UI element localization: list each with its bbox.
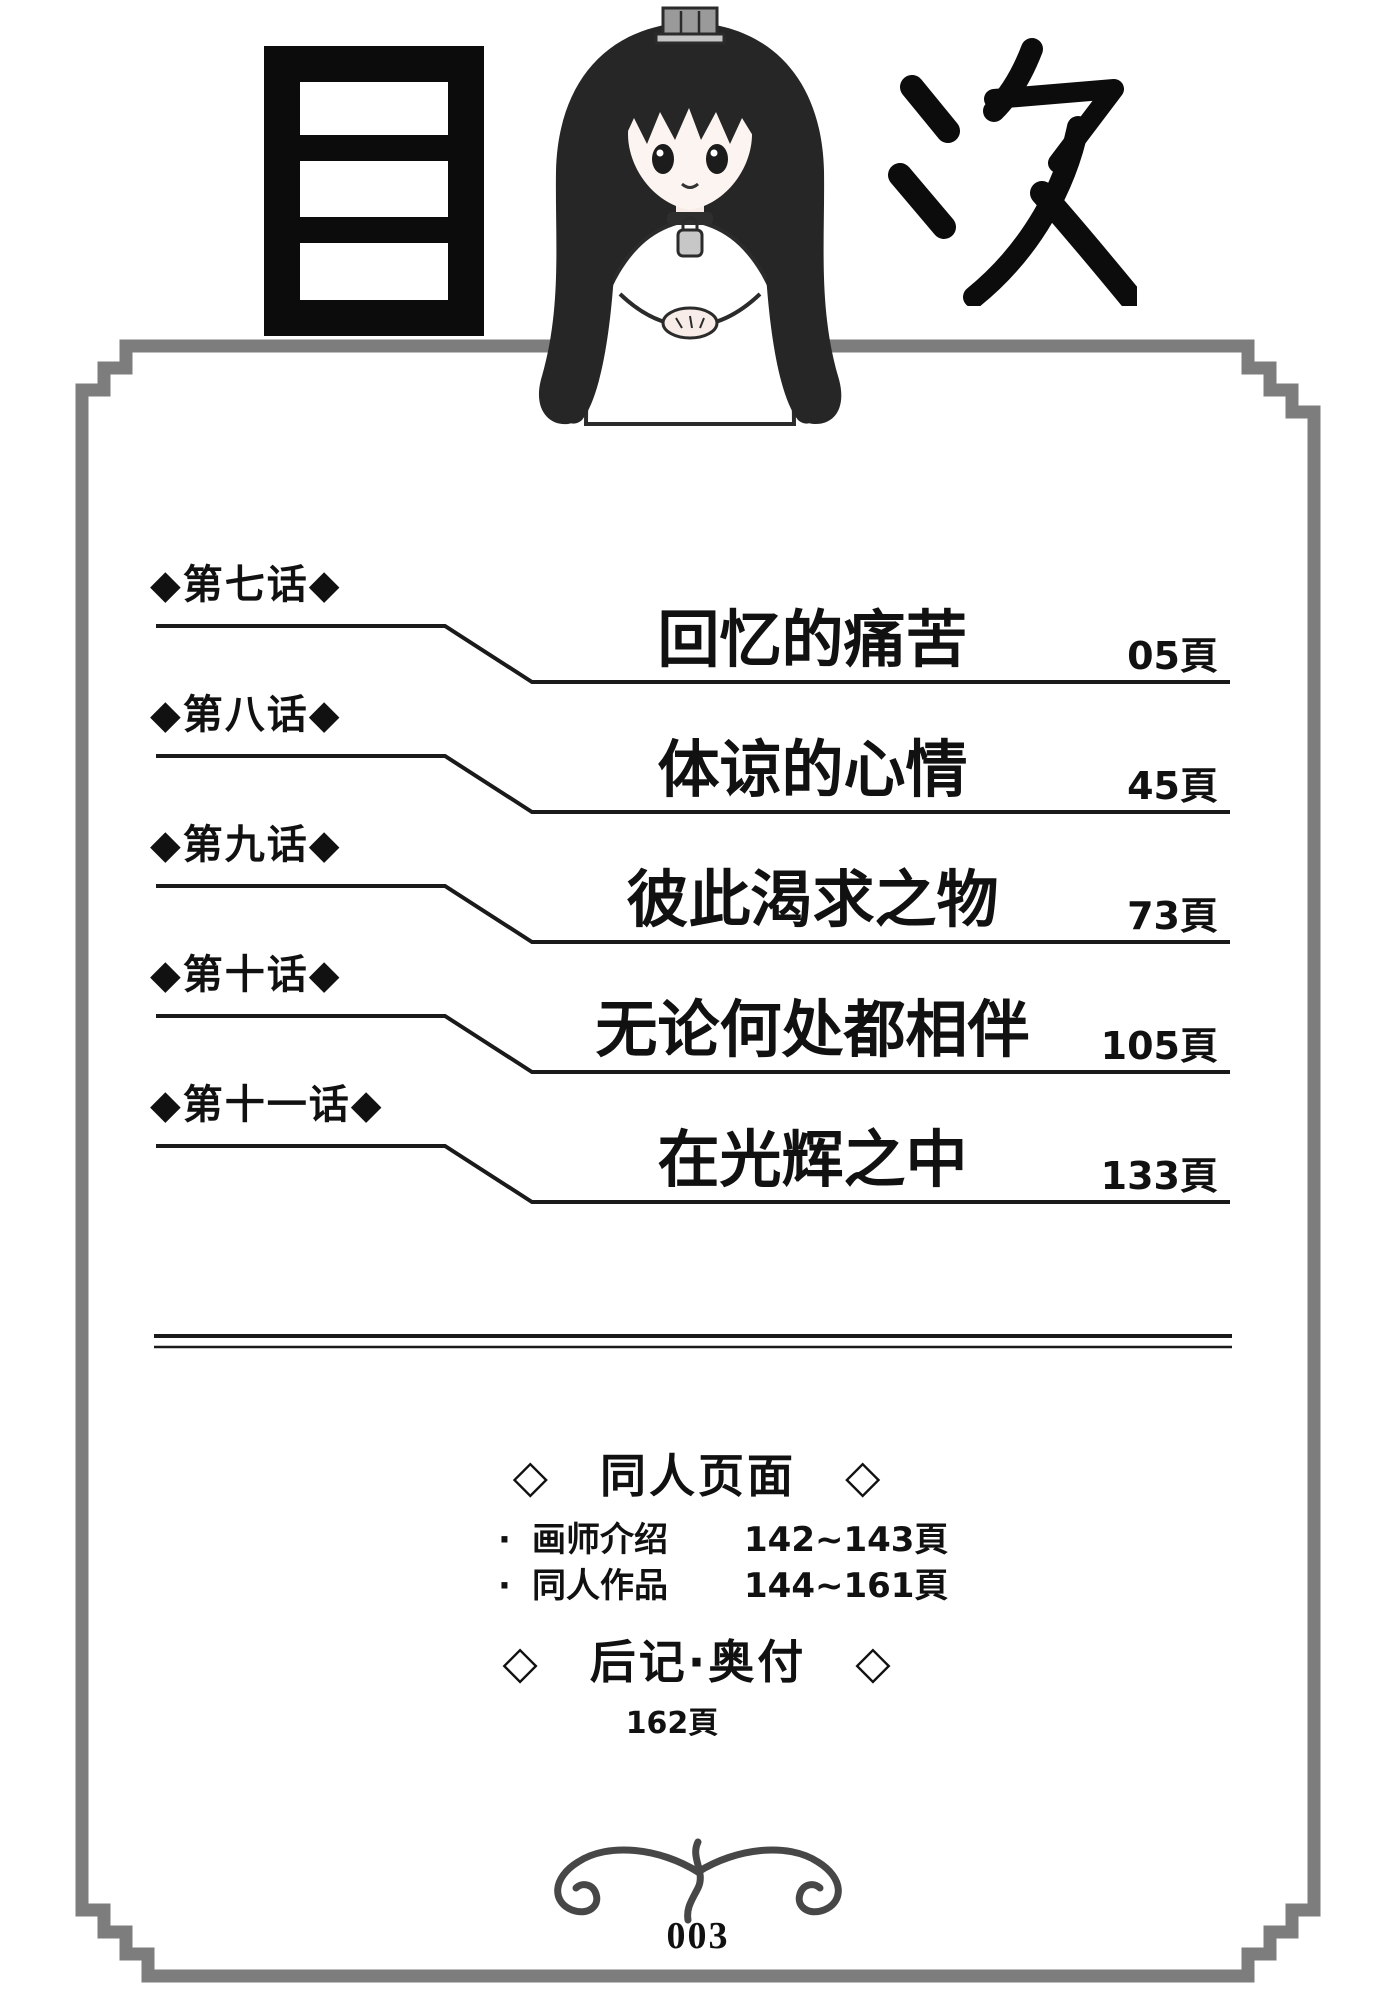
mouth xyxy=(681,182,699,189)
chapter-7-title: 回忆的痛苦 xyxy=(657,603,968,676)
chapter-11-label: ◆第十一话◆ xyxy=(150,1082,384,1128)
hair-tail-left xyxy=(567,231,614,424)
doujin-item-label: 画师介绍 xyxy=(532,1520,668,1560)
hair-bangs xyxy=(621,48,759,144)
lock-shackle xyxy=(681,216,699,230)
chapter-8-page: 45頁 xyxy=(1127,764,1218,808)
chapter-8-title: 体谅的心情 xyxy=(657,733,968,806)
chapter-line-3 xyxy=(156,884,1230,944)
doujin-item-artists: · 画师介绍 142~143頁 xyxy=(498,1512,948,1561)
list-bullet: · xyxy=(498,1520,511,1560)
doujin-item-pages: 142~143頁 xyxy=(744,1520,949,1560)
chapter-line-4 xyxy=(156,1014,1230,1074)
eye-left xyxy=(652,144,674,174)
chapter-line-2 xyxy=(156,754,1230,814)
chapter-11-title: 在光辉之中 xyxy=(657,1123,968,1196)
doujin-item-works: · 同人作品 144~161頁 xyxy=(498,1558,948,1607)
chapter-10-label: ◆第十话◆ xyxy=(150,952,342,998)
chapter-11-page: 133頁 xyxy=(1100,1154,1218,1198)
chapter-9-page: 73頁 xyxy=(1127,894,1218,938)
chapter-10-page: 105頁 xyxy=(1100,1024,1218,1068)
chapter-9-label: ◆第九话◆ xyxy=(150,822,342,868)
mascot-illustration xyxy=(538,6,842,426)
chapter-7-page: 05頁 xyxy=(1127,634,1218,678)
eye-highlight xyxy=(656,149,664,157)
doujin-item-label: 同人作品 xyxy=(532,1566,668,1606)
chapter-10-title: 无论何处都相伴 xyxy=(595,993,1030,1066)
chapter-line-1 xyxy=(156,624,1230,684)
title-kanji-me xyxy=(264,46,484,336)
mascot-girl xyxy=(538,6,842,426)
lock-pendant-icon xyxy=(676,228,704,258)
frame-border-path xyxy=(75,339,1321,1983)
eye-right xyxy=(706,144,728,174)
chapter-9-title: 彼此渴求之物 xyxy=(626,863,999,936)
doujin-item-pages: 144~161頁 xyxy=(744,1566,949,1606)
afterword-page-number: 162頁 xyxy=(625,1706,719,1741)
title-kanji-ji xyxy=(888,38,1137,306)
chapter-7-label: ◆第七话◆ xyxy=(150,562,342,608)
chapter-line-5 xyxy=(156,1144,1230,1204)
crown-brim xyxy=(654,32,726,45)
list-bullet: · xyxy=(498,1566,511,1606)
finger-lines xyxy=(675,315,705,329)
chapter-8-label: ◆第八话◆ xyxy=(150,692,342,738)
hair-tail-right xyxy=(766,231,813,424)
clasped-hands xyxy=(661,306,719,340)
flourish-ornament xyxy=(554,1838,842,1924)
folio-page-number: 003 xyxy=(666,1915,730,1957)
doujin-section-heading: ◇ 同人页面 ◇ xyxy=(512,1449,884,1503)
eye-highlight xyxy=(710,149,718,157)
afterword-section-heading: ◇ 后记·奥付 ◇ xyxy=(502,1635,894,1689)
